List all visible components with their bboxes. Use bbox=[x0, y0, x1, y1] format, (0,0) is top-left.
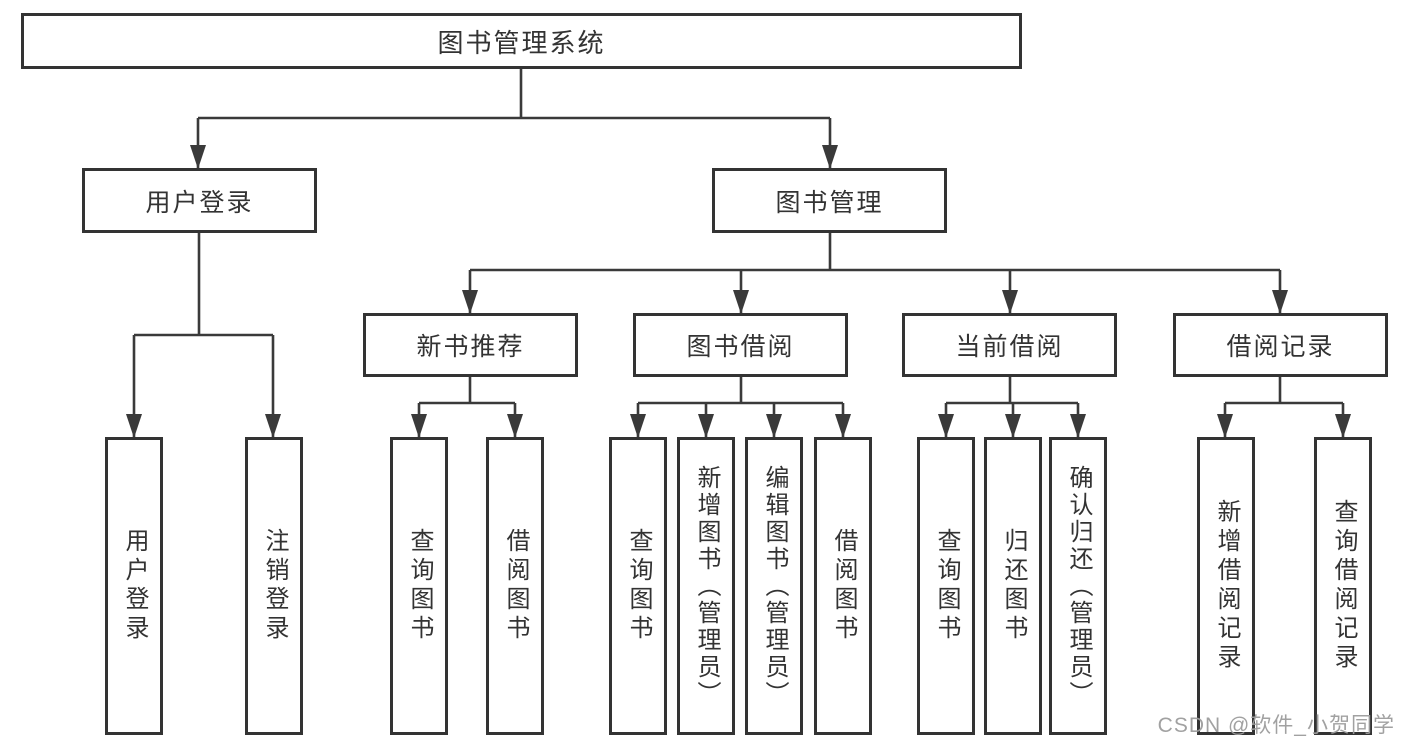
node-label: 借阅记录 bbox=[1226, 333, 1335, 361]
node-leaf-logout: 注销登录 bbox=[245, 437, 303, 735]
node-leaf-add-borrow-record: 新增借阅记录 bbox=[1197, 437, 1255, 735]
node-label: 图书管理系统 bbox=[437, 27, 606, 58]
node-user-login: 用户登录 bbox=[82, 168, 317, 233]
arrowheads-borrow bbox=[630, 414, 851, 438]
connector-root-split bbox=[196, 67, 832, 168]
node-new-book-recommend: 新书推荐 bbox=[363, 313, 578, 377]
node-leaf-return-books: 归还图书 bbox=[984, 437, 1042, 735]
node-label: 查询借阅记录 bbox=[1330, 499, 1357, 673]
node-borrow-records: 借阅记录 bbox=[1173, 313, 1388, 377]
arrowheads-records bbox=[1217, 414, 1351, 438]
node-leaf-borrow-books-recommend: 借阅图书 bbox=[486, 437, 544, 735]
node-leaf-user-login: 用户登录 bbox=[105, 437, 163, 735]
arrowheads-current bbox=[938, 414, 1086, 438]
node-leaf-query-borrow-record: 查询借阅记录 bbox=[1314, 437, 1372, 735]
connector-book-mgmt-split bbox=[468, 233, 1282, 313]
node-leaf-query-books-recommend: 查询图书 bbox=[390, 437, 448, 735]
connector-recommend-split bbox=[417, 377, 517, 437]
node-label: 归还图书 bbox=[1000, 528, 1027, 644]
node-label: 新增借阅记录 bbox=[1213, 499, 1240, 673]
node-label: 借阅图书 bbox=[502, 528, 529, 644]
node-label: 图书借阅 bbox=[686, 333, 795, 361]
node-root: 图书管理系统 bbox=[21, 13, 1022, 69]
node-label: 当前借阅 bbox=[955, 333, 1064, 361]
node-label: 查询图书 bbox=[406, 528, 433, 644]
node-leaf-edit-book-admin: 编辑图书（管理员） bbox=[745, 437, 803, 735]
node-leaf-add-book-admin: 新增图书（管理员） bbox=[677, 437, 735, 735]
connector-current-split bbox=[944, 377, 1080, 437]
node-leaf-confirm-return-admin: 确认归还（管理员） bbox=[1049, 437, 1107, 735]
node-label: 查询图书 bbox=[625, 528, 652, 644]
node-leaf-query-books-borrow: 查询图书 bbox=[609, 437, 667, 735]
node-label: 用户登录 bbox=[145, 188, 254, 217]
arrowheads-user-login bbox=[126, 414, 281, 438]
csdn-watermark: CSDN @软件_小贺同学 bbox=[1157, 714, 1395, 737]
node-label: 注销登录 bbox=[261, 528, 288, 644]
arrowheads-level2 bbox=[462, 290, 1288, 314]
connector-user-login-split bbox=[132, 233, 275, 437]
node-current-borrow: 当前借阅 bbox=[902, 313, 1117, 377]
node-leaf-borrow-books-borrow: 借阅图书 bbox=[814, 437, 872, 735]
connector-borrow-split bbox=[636, 377, 845, 437]
node-label: 编辑图书（管理员） bbox=[761, 464, 788, 708]
node-label: 确认归还（管理员） bbox=[1065, 464, 1092, 708]
node-label: 借阅图书 bbox=[830, 528, 857, 644]
node-label: 查询图书 bbox=[933, 528, 960, 644]
node-leaf-query-books-current: 查询图书 bbox=[917, 437, 975, 735]
arrowheads-level1 bbox=[190, 145, 838, 169]
node-book-management: 图书管理 bbox=[712, 168, 947, 233]
arrowheads-recommend bbox=[411, 414, 523, 438]
node-label: 新书推荐 bbox=[416, 333, 525, 361]
node-label: 用户登录 bbox=[121, 528, 148, 644]
node-label: 图书管理 bbox=[775, 188, 884, 217]
node-book-borrow: 图书借阅 bbox=[633, 313, 848, 377]
connector-records-split bbox=[1223, 377, 1345, 437]
node-label: 新增图书（管理员） bbox=[693, 464, 720, 708]
